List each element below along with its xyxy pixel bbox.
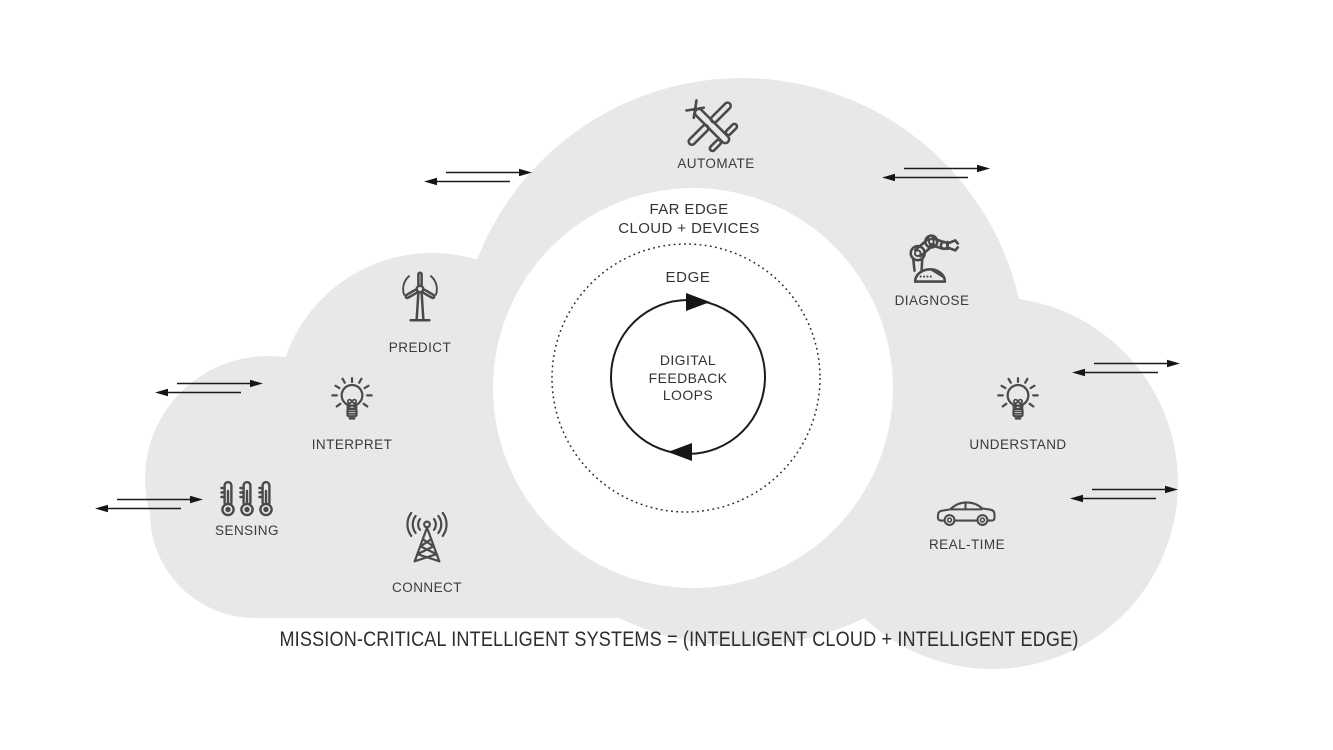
core-line2: FEEDBACK (648, 369, 728, 386)
core-line3: LOOPS (662, 387, 714, 403)
node-label-automate: AUTOMATE (677, 156, 755, 171)
node-label-diagnose: DIAGNOSE (894, 293, 970, 308)
airplane-icon (681, 95, 743, 157)
far-edge-label: FAR EDGE CLOUD + DEVICES (618, 200, 759, 238)
lightbulb-icon (991, 377, 1045, 425)
far-edge-line2: CLOUD + DEVICES (618, 220, 760, 237)
loop-arrowhead-top (686, 293, 710, 311)
wind-turbine-icon (390, 269, 450, 329)
node-label-connect: CONNECT (392, 580, 462, 595)
thermometers-icon (215, 477, 279, 523)
lightbulb-icon (325, 377, 379, 425)
far-edge-circle (493, 188, 893, 588)
digital-feedback-loops-label: DIGITAL FEEDBACK LOOPS (649, 352, 728, 405)
radio-tower-icon (396, 508, 458, 568)
exchange-arrows-top-left (423, 168, 533, 186)
node-label-real-time: REAL-TIME (928, 537, 1006, 552)
car-icon (933, 493, 999, 530)
node-label-sensing: SENSING (215, 523, 279, 538)
feedback-loop-ring (610, 293, 766, 461)
node-label-interpret: INTERPRET (311, 437, 393, 452)
edge-label: EDGE (665, 269, 711, 286)
robot-arm-icon (899, 229, 961, 289)
loop-arrowhead-bottom (668, 443, 692, 461)
caption: MISSION-CRITICAL INTELLIGENT SYSTEMS = (… (279, 627, 1079, 651)
far-edge-line1: FAR EDGE (649, 201, 729, 218)
core-line1: DIGITAL (659, 352, 717, 368)
node-label-predict: PREDICT (388, 340, 452, 355)
edge-dotted-ring (551, 243, 821, 513)
node-label-understand: UNDERSTAND (969, 437, 1067, 452)
